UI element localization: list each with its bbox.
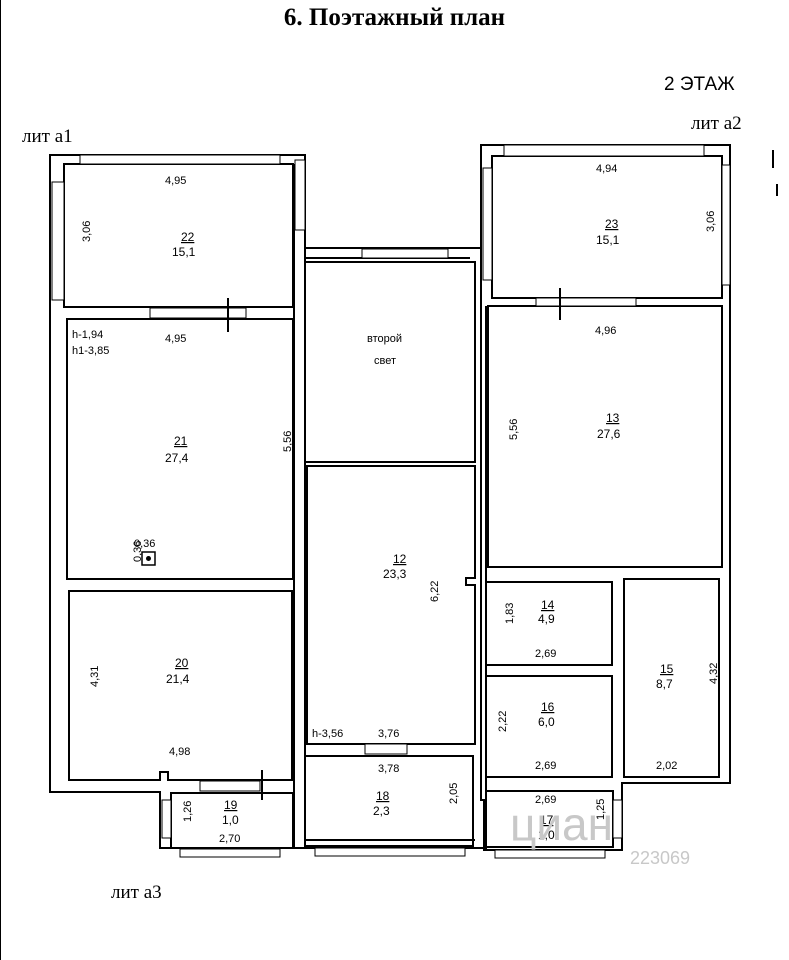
openings (307, 461, 612, 666)
room-19-height: 1,26 (182, 801, 194, 822)
room-20-height: 4,31 (89, 666, 101, 687)
room-16-area: 6,0 (538, 715, 555, 729)
second-light-line1: второй (367, 333, 402, 345)
door (535, 297, 637, 307)
second-light-line2: свет (374, 355, 396, 367)
door (364, 743, 408, 755)
room-12-width-bottom: 3,78 (378, 763, 399, 775)
room-23-number: 23 (605, 217, 619, 231)
room-14-height: 1,83 (504, 603, 516, 624)
lit-a3-label: лит а3 (111, 882, 162, 903)
room-14-width: 2,69 (535, 648, 556, 660)
window (361, 248, 449, 259)
room-16-number: 16 (541, 700, 555, 714)
lit-a2-label: лит а2 (691, 113, 742, 134)
room-20-outline (68, 590, 293, 781)
chimney-width: 0,36 (134, 538, 155, 550)
room-20-number: 20 (175, 656, 189, 670)
room-19-number: 19 (224, 798, 238, 812)
right-block-outer (480, 144, 731, 851)
room-12-width-top: 3,76 (378, 728, 399, 740)
window (482, 167, 493, 281)
room-13-area: 27,6 (597, 427, 621, 441)
room-12-note: h-3,56 (312, 728, 343, 740)
room-13-height: 5,56 (508, 419, 520, 440)
room-21-height: 5,56 (282, 431, 294, 452)
room-15-width: 2,02 (656, 760, 677, 772)
room-13-width: 4,96 (595, 325, 616, 337)
room-13-number: 13 (606, 411, 620, 425)
room-18-outline (304, 755, 474, 847)
room-21-width: 4,95 (165, 333, 186, 345)
door-marks (227, 288, 561, 800)
room-23-area: 15,1 (596, 233, 620, 247)
floor-label: 2 ЭТАЖ (664, 74, 735, 95)
room-19-width: 2,70 (219, 833, 240, 845)
room-20-area: 21,4 (166, 672, 190, 686)
watermark-id: 223069 (630, 848, 690, 868)
windows (51, 144, 731, 859)
room-17-height: 1,25 (595, 799, 607, 820)
room-21-note2: h1-3,85 (72, 345, 109, 357)
room-22-width: 4,95 (165, 175, 186, 187)
room-16-width: 2,69 (535, 760, 556, 772)
door (199, 780, 261, 792)
left-block-outer (49, 154, 306, 849)
room-23-height: 3,06 (705, 211, 717, 232)
chimney-symbol (141, 551, 156, 566)
window (161, 799, 172, 839)
watermark-brand: циан (510, 798, 613, 850)
room-21-area: 27,4 (165, 451, 189, 465)
room-18-number: 18 (376, 789, 390, 803)
door (149, 307, 247, 319)
room-18-area: 2,3 (373, 804, 390, 818)
chimney-dot (146, 556, 151, 561)
room-17-number: 17 (540, 813, 554, 827)
window (494, 849, 606, 859)
room-12-height: 6,22 (429, 581, 441, 602)
room-22-area: 15,1 (172, 245, 196, 259)
plan-title: 6. Поэтажный план (283, 4, 506, 31)
window (51, 181, 65, 301)
window (294, 159, 306, 231)
window (503, 144, 705, 157)
room-20-width: 4,98 (169, 746, 190, 758)
room-15-number: 15 (660, 662, 674, 676)
room-17-area: 1,0 (538, 828, 555, 842)
room-22-number: 22 (181, 230, 195, 244)
room-14-area: 4,9 (538, 612, 555, 626)
room-15-outline (623, 578, 720, 778)
room-14-number: 14 (541, 598, 555, 612)
room-21-number: 21 (174, 434, 188, 448)
room-23-width: 4,94 (596, 163, 617, 175)
window (721, 164, 731, 286)
room-21-note1: h-1,94 (72, 329, 103, 341)
walls (49, 144, 731, 851)
room-15-height: 4,32 (708, 663, 720, 684)
room-15-area: 8,7 (656, 677, 673, 691)
window (79, 154, 281, 165)
room-12-area: 23,3 (383, 567, 407, 581)
lit-a1-label: лит а1 (22, 126, 73, 147)
window (314, 847, 466, 857)
room-16-height: 2,22 (497, 711, 509, 732)
room-12-outline (306, 465, 476, 745)
room-12-number: 12 (393, 552, 407, 566)
room-21-outline (66, 318, 294, 580)
second-light-outline (304, 261, 476, 463)
room-18-height: 2,05 (448, 783, 460, 804)
room-17-width: 2,69 (535, 794, 556, 806)
room-22-height: 3,06 (81, 221, 93, 242)
room-19-area: 1,0 (222, 813, 239, 827)
chimney-height: 0,36 (132, 541, 144, 562)
window (612, 799, 623, 839)
window (179, 848, 281, 858)
